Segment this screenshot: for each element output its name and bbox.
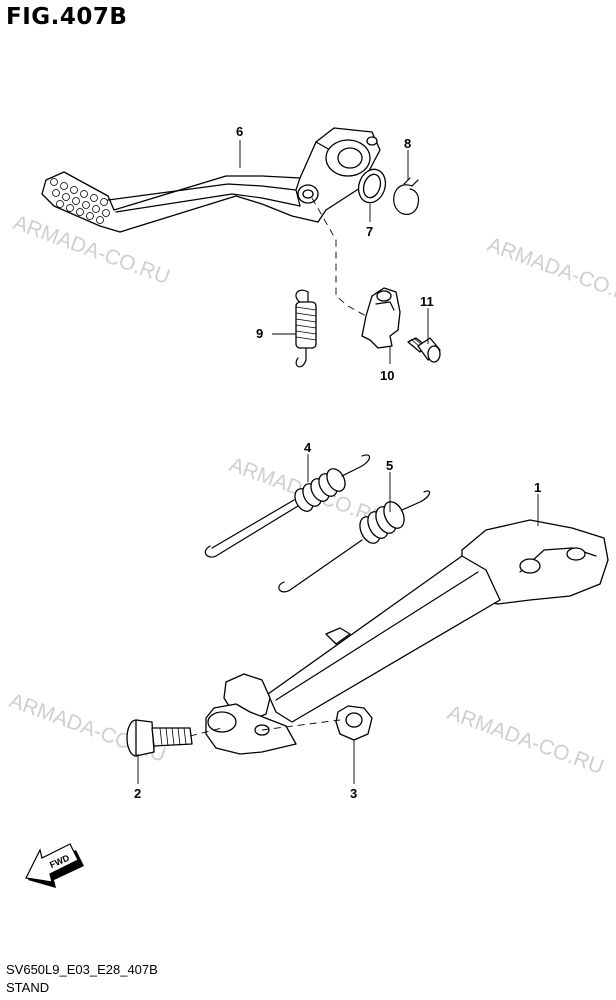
gear-shift-lever [41,127,381,233]
side-stand [205,519,609,755]
callout-11: 11 [420,294,434,309]
callout-10: 10 [380,368,394,383]
diagram-code: SV650L9_E03_E28_407B [6,962,158,977]
stand-spring-upper [204,454,371,558]
watermark-2: ARMADA-CO.RU [484,233,616,311]
lever-spring [295,289,317,368]
watermark-5: ARMADA-CO.RU [444,701,606,779]
pivot-nut [335,705,373,741]
callout-2: 2 [134,786,141,801]
callout-5: 5 [386,458,393,473]
shift-lever-clamp [361,287,401,349]
diagram-name: STAND [6,980,50,995]
callout-3: 3 [350,786,357,801]
callout-6: 6 [236,124,243,139]
leader-lines [137,140,539,784]
stand-pivot-bolt [126,719,193,757]
callout-4: 4 [304,440,312,455]
clamp-bolt [407,337,441,363]
stand-spring-lower [278,490,431,593]
fwd-arrow: FWD [25,843,84,888]
callout-1: 1 [534,480,541,495]
figure-title: FIG.407B [6,4,128,30]
callouts: 1 2 3 4 5 6 7 8 9 10 11 [134,124,541,801]
washer [357,168,387,204]
callout-8: 8 [404,136,411,151]
callout-9: 9 [256,326,263,341]
callout-7: 7 [366,224,373,239]
circlip [393,177,420,215]
